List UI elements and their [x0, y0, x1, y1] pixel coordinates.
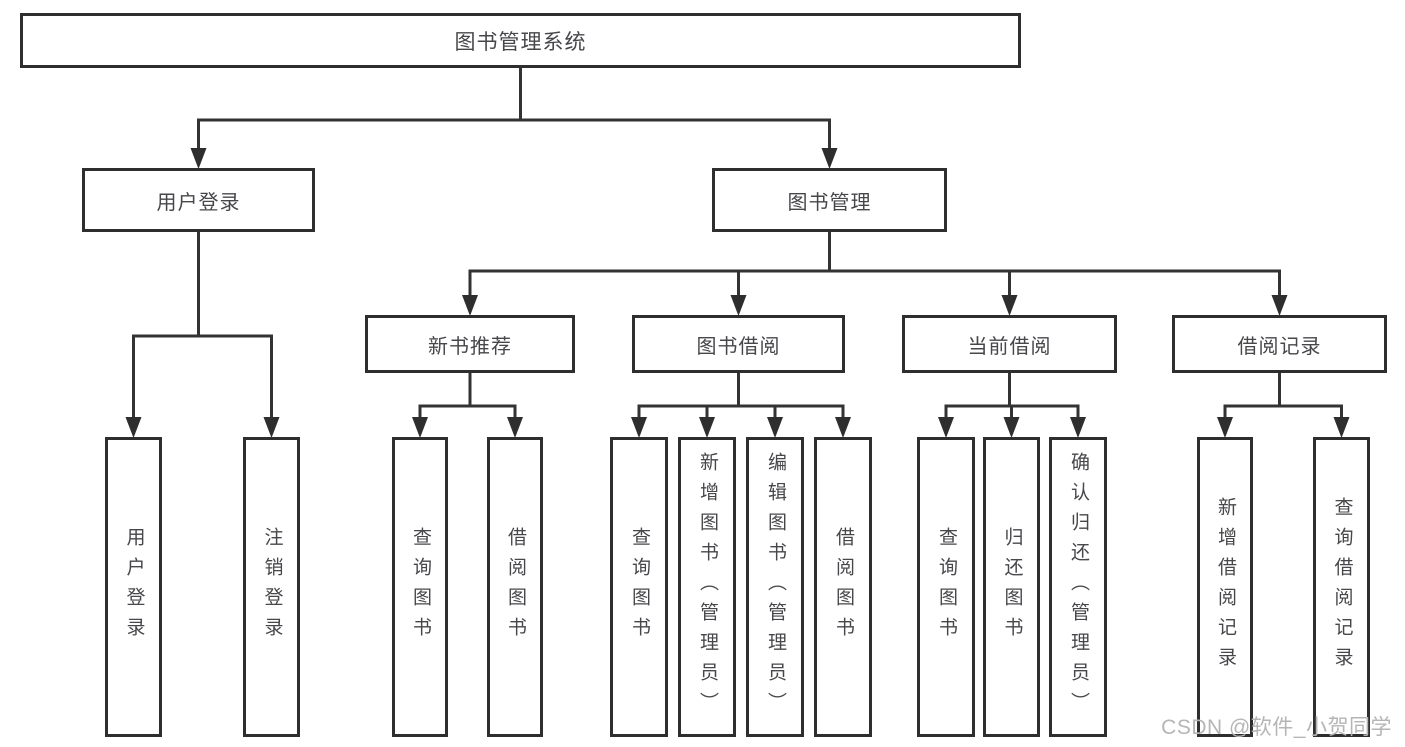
- node-label: 注销登录: [261, 527, 283, 647]
- node-label: 新增图书（管理员）: [696, 452, 718, 722]
- leaf-add-borrow-record: 新增借阅记录: [1197, 437, 1253, 737]
- node-label: 查询图书: [935, 527, 957, 647]
- node-label: 借阅图书: [504, 527, 526, 647]
- leaf-user-login: 用户登录: [105, 437, 162, 737]
- node-label: 查询图书: [628, 527, 650, 647]
- node-label: 用户登录: [123, 527, 145, 647]
- node-label: 归还图书: [1001, 527, 1023, 647]
- leaf-confirm-return-admin: 确认归还（管理员）: [1049, 437, 1107, 737]
- node-label: 借阅记录: [1237, 335, 1322, 358]
- node-label: 编辑图书（管理员）: [764, 452, 786, 722]
- node-label: 借阅图书: [832, 527, 854, 647]
- node-label: 新书推荐: [428, 335, 512, 358]
- leaf-add-books-admin: 新增图书（管理员）: [678, 437, 736, 737]
- leaf-query-borrow-record: 查询借阅记录: [1313, 437, 1370, 737]
- node-label: 图书管理系统: [454, 30, 587, 54]
- node-borrowing-records: 借阅记录: [1172, 315, 1387, 373]
- node-label: 新增借阅记录: [1214, 497, 1236, 677]
- node-label: 图书借阅: [696, 335, 781, 358]
- node-label: 查询借阅记录: [1331, 497, 1353, 677]
- csdn-watermark: CSDN @软件_小贺同学: [1161, 716, 1392, 739]
- node-book-borrowing: 图书借阅: [632, 315, 845, 373]
- node-new-book-recommend: 新书推荐: [365, 315, 575, 373]
- leaf-edit-books-admin: 编辑图书（管理员）: [746, 437, 804, 737]
- leaf-borrow-books: 借阅图书: [814, 437, 872, 737]
- leaf-query-books-borrow: 查询图书: [610, 437, 668, 737]
- node-label: 图书管理: [787, 191, 872, 214]
- leaf-query-books-recommend: 查询图书: [392, 437, 448, 737]
- node-label: 查询图书: [409, 527, 431, 647]
- node-user-login: 用户登录: [82, 168, 315, 232]
- node-label: 确认归还（管理员）: [1067, 452, 1089, 722]
- node-label: 当前借阅: [967, 335, 1052, 358]
- leaf-borrow-books-recommend: 借阅图书: [487, 437, 543, 737]
- leaf-logout: 注销登录: [243, 437, 300, 737]
- leaf-return-books: 归还图书: [983, 437, 1040, 737]
- node-book-management: 图书管理: [712, 168, 947, 232]
- leaf-query-books-current: 查询图书: [917, 437, 975, 737]
- node-current-borrowing: 当前借阅: [902, 315, 1117, 373]
- node-label: 用户登录: [156, 191, 241, 214]
- node-library-management-system: 图书管理系统: [20, 13, 1021, 68]
